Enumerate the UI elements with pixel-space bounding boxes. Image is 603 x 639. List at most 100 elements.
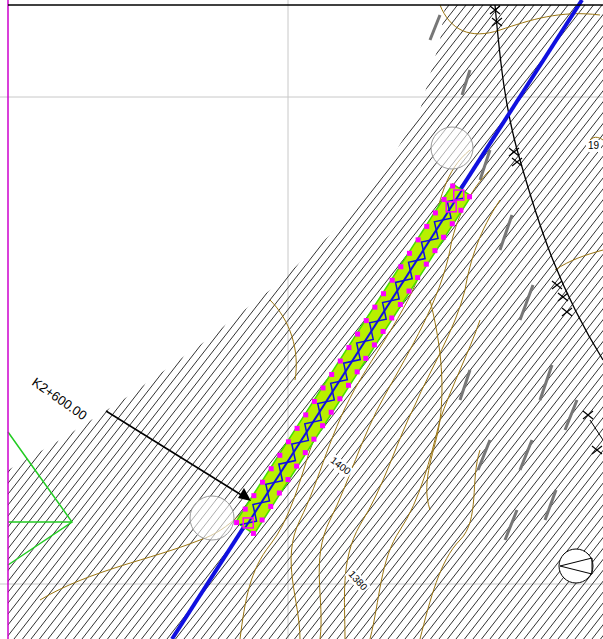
contour-line (270, 300, 296, 380)
hatch-line (516, 0, 603, 639)
hatch-line (0, 0, 147, 639)
hatch-line (116, 0, 603, 639)
hatch-line (397, 0, 603, 639)
hatch-line (414, 0, 603, 639)
fence-path (590, 420, 603, 440)
road-centreline (172, 0, 582, 639)
bridge-node (311, 437, 316, 442)
bridge-node (251, 531, 256, 536)
bridge-node (251, 493, 256, 498)
sheet-border (8, 4, 603, 6)
bridge (234, 183, 472, 535)
bridge-node (243, 507, 248, 512)
hatch-line (0, 0, 62, 639)
contour-line (555, 250, 603, 270)
hatch-line (286, 0, 603, 639)
hatch-line (303, 0, 603, 639)
grey-stroke (565, 400, 577, 430)
grey-stroke (460, 370, 470, 400)
bridge-node (321, 385, 326, 390)
hatch-line (456, 0, 603, 639)
hatch-line (380, 0, 603, 639)
bridge-node (389, 315, 394, 320)
bridge-node (286, 439, 291, 444)
hatch-line (0, 0, 181, 639)
hatch-line (0, 0, 393, 639)
bridge-node (372, 342, 377, 347)
hatch-line (567, 0, 603, 639)
hatch-line (524, 0, 603, 639)
hatch-line (0, 0, 11, 639)
marker-circle (431, 127, 473, 169)
bridge-node (337, 396, 342, 401)
hatch-line (0, 0, 172, 639)
hatch-line (482, 0, 603, 639)
bridge-node (364, 318, 369, 323)
hatch-line (133, 0, 603, 639)
hatch-line (142, 0, 603, 639)
contour-label: 1400 (326, 453, 354, 479)
hatch-line (278, 0, 603, 639)
bridge-node (441, 235, 446, 240)
hatch-line (312, 0, 603, 639)
green-boundary (8, 432, 72, 565)
grey-stroke (462, 70, 470, 95)
boundary-lines (8, 432, 72, 565)
bridge-node (355, 369, 360, 374)
hatch-line (0, 0, 232, 639)
hatch-line (499, 0, 603, 639)
grey-stroke (478, 440, 490, 470)
hatch-line (0, 0, 291, 639)
bridge-node (260, 517, 265, 522)
hatch-line (601, 0, 603, 639)
grey-stroke (540, 365, 552, 400)
hatch-line (0, 0, 53, 639)
fence-line (490, 5, 603, 454)
hatch-line (0, 0, 206, 639)
hatch-line (431, 0, 603, 639)
grey-stroke (520, 285, 533, 320)
bridge-node (398, 264, 403, 269)
hatch-line (0, 0, 121, 639)
bridge-node (260, 480, 265, 485)
bridge-node (329, 372, 334, 377)
bridge-deck (236, 184, 472, 534)
fence-x (512, 158, 522, 166)
bridge-node (424, 262, 429, 267)
bridge-node (277, 453, 282, 458)
contour-line (319, 170, 490, 639)
elevation-label: 19 (586, 140, 601, 152)
hatch-line (0, 0, 487, 639)
bridge-node (450, 221, 455, 226)
hatch-line (541, 0, 603, 639)
fence-x (552, 281, 562, 289)
bridge-node (234, 520, 239, 525)
bridge-node (329, 410, 334, 415)
bridge-node (424, 224, 429, 229)
hatch-line (0, 0, 317, 639)
bridge-node (450, 183, 455, 188)
hatch-line (201, 0, 603, 639)
hatch-line (108, 0, 603, 639)
fence-x (592, 446, 602, 454)
fence-x (558, 293, 568, 301)
hatch-line (490, 0, 603, 639)
hatch-line (0, 0, 70, 639)
hatch-line (0, 0, 155, 639)
hatch-line (0, 0, 113, 639)
bridge-node (355, 332, 360, 337)
bridge-node (467, 194, 472, 199)
marker-circle (190, 496, 234, 540)
hatch-line (159, 0, 603, 639)
sheet-border (7, 0, 9, 639)
bridge-node (363, 356, 368, 361)
bridge-node (346, 383, 351, 388)
bridge-node (312, 399, 317, 404)
bridge-node (381, 329, 386, 334)
leader-arrowhead (238, 488, 251, 501)
bridge-node (268, 504, 273, 509)
bridge-node (285, 477, 290, 482)
hatch-line (0, 0, 342, 639)
bridge-node (416, 237, 421, 242)
